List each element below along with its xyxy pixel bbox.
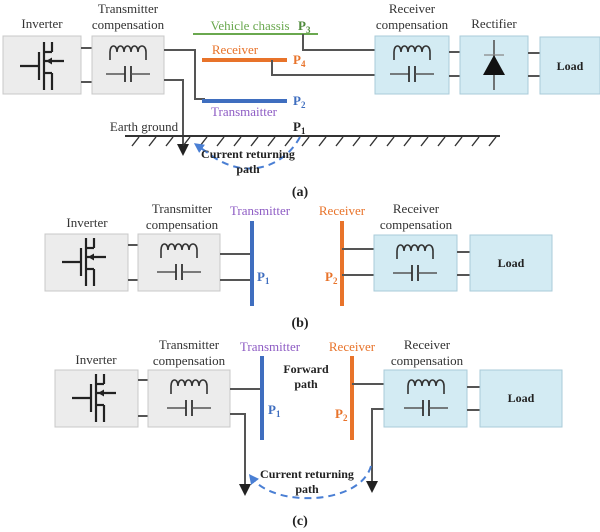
ground-hatch-mark bbox=[148, 136, 157, 147]
load-block bbox=[539, 36, 600, 95]
ground-hatching bbox=[131, 136, 497, 147]
tx-comp-label-line1: Transmitter bbox=[98, 1, 159, 16]
p1-label: P1 bbox=[257, 269, 270, 286]
rx-comp-label-line2: compensation bbox=[380, 217, 453, 232]
panel-b-caption: (b) bbox=[291, 316, 308, 331]
wire-from-return bbox=[366, 408, 384, 493]
ground-hatch-mark bbox=[250, 136, 259, 147]
panel-a: Inverter Transmitter compensation Vehicl… bbox=[2, 1, 600, 200]
return-path-label-line1: Current returning bbox=[201, 147, 295, 161]
current-return-path-arc bbox=[193, 136, 301, 170]
earth-ground-label: Earth ground bbox=[110, 119, 179, 134]
ground-hatch-mark bbox=[131, 136, 140, 147]
rx-comp-label-line2: compensation bbox=[391, 353, 464, 368]
load-block bbox=[479, 369, 563, 428]
p3-label: P3 bbox=[298, 18, 311, 35]
load-label: Load bbox=[498, 256, 525, 270]
return-path-label-line1: Current returning bbox=[260, 467, 354, 481]
ground-hatch-mark bbox=[369, 136, 378, 147]
ground-hatch-mark bbox=[403, 136, 412, 147]
ground-hatch-mark bbox=[420, 136, 429, 147]
rx-comp-label-line1: Receiver bbox=[393, 201, 440, 216]
ground-hatch-mark bbox=[199, 136, 208, 147]
forward-path-label-line2: path bbox=[294, 377, 318, 391]
panel-a-caption: (a) bbox=[292, 185, 309, 200]
rx-compensation-block bbox=[374, 35, 450, 95]
ground-hatch-mark bbox=[301, 136, 310, 147]
tx-compensation-block bbox=[91, 35, 165, 95]
tx-compensation-block bbox=[147, 369, 231, 428]
transmitter-label: Transmitter bbox=[240, 339, 301, 354]
panel-b: Inverter Transmitter compensation Transm… bbox=[44, 201, 553, 331]
ground-hatch-mark bbox=[454, 136, 463, 147]
ground-hatch-mark bbox=[165, 136, 174, 147]
load-block bbox=[469, 234, 553, 292]
p2-label: P2 bbox=[325, 269, 338, 286]
ground-hatch-mark bbox=[233, 136, 242, 147]
tx-comp-label-line2: compensation bbox=[146, 217, 219, 232]
rectifier-label: Rectifier bbox=[471, 16, 517, 31]
ground-hatch-mark bbox=[182, 136, 191, 147]
rx-compensation-block bbox=[373, 234, 458, 292]
panel-c-caption: (c) bbox=[292, 514, 308, 529]
p2-label: P2 bbox=[293, 93, 306, 110]
ground-hatch-mark bbox=[318, 136, 327, 147]
return-path-label-line2: path bbox=[236, 162, 260, 176]
receiver-label: Receiver bbox=[329, 339, 376, 354]
ground-hatch-mark bbox=[267, 136, 276, 147]
ground-hatch-mark bbox=[335, 136, 344, 147]
inverter-label: Inverter bbox=[66, 215, 108, 230]
forward-path-label-line1: Forward bbox=[283, 362, 329, 376]
wire-receiver-to-rxcomp bbox=[271, 60, 375, 76]
tx-comp-label-line1: Transmitter bbox=[152, 201, 213, 216]
p1-label: P1 bbox=[293, 119, 306, 136]
rx-compensation-block bbox=[383, 369, 468, 428]
wire-chassis-to-rxcomp bbox=[302, 34, 375, 51]
wire-to-ground bbox=[164, 79, 189, 156]
panel-c: Inverter Transmitter compensation Transm… bbox=[54, 337, 563, 529]
ground-hatch-mark bbox=[352, 136, 361, 147]
inverter-label: Inverter bbox=[21, 16, 63, 31]
return-path-label-line2: path bbox=[295, 482, 319, 496]
ground-hatch-mark bbox=[488, 136, 497, 147]
transmitter-label: Transmaitter bbox=[211, 104, 278, 119]
tx-compensation-block bbox=[137, 233, 221, 292]
diode-icon bbox=[483, 40, 505, 90]
p1-label: P1 bbox=[268, 402, 281, 419]
ground-hatch-mark bbox=[437, 136, 446, 147]
current-return-path-arc bbox=[248, 465, 372, 500]
inverter-block bbox=[2, 35, 82, 95]
receiver-label: Receiver bbox=[212, 42, 259, 57]
load-label: Load bbox=[557, 59, 584, 73]
wire-to-return bbox=[230, 413, 251, 496]
tx-comp-label-line1: Transmitter bbox=[159, 337, 220, 352]
load-label: Load bbox=[508, 391, 535, 405]
vehicle-chassis-label: Vehicle chassis bbox=[210, 18, 289, 33]
p4-label: P4 bbox=[293, 52, 306, 69]
ground-hatch-mark bbox=[284, 136, 293, 147]
rx-comp-label-line2: compensation bbox=[376, 17, 449, 32]
tx-comp-label-line2: compensation bbox=[92, 17, 165, 32]
ground-hatch-mark bbox=[216, 136, 225, 147]
transmitter-label: Transmitter bbox=[230, 203, 291, 218]
ground-hatch-mark bbox=[471, 136, 480, 147]
receiver-label: Receiver bbox=[319, 203, 366, 218]
inverter-label: Inverter bbox=[75, 352, 117, 367]
p2-label: P2 bbox=[335, 406, 348, 423]
rx-comp-label-line1: Receiver bbox=[389, 1, 436, 16]
tx-comp-label-line2: compensation bbox=[153, 353, 226, 368]
rx-comp-label-line1: Receiver bbox=[404, 337, 451, 352]
ground-hatch-mark bbox=[386, 136, 395, 147]
wire-to-transmitter bbox=[164, 49, 205, 100]
